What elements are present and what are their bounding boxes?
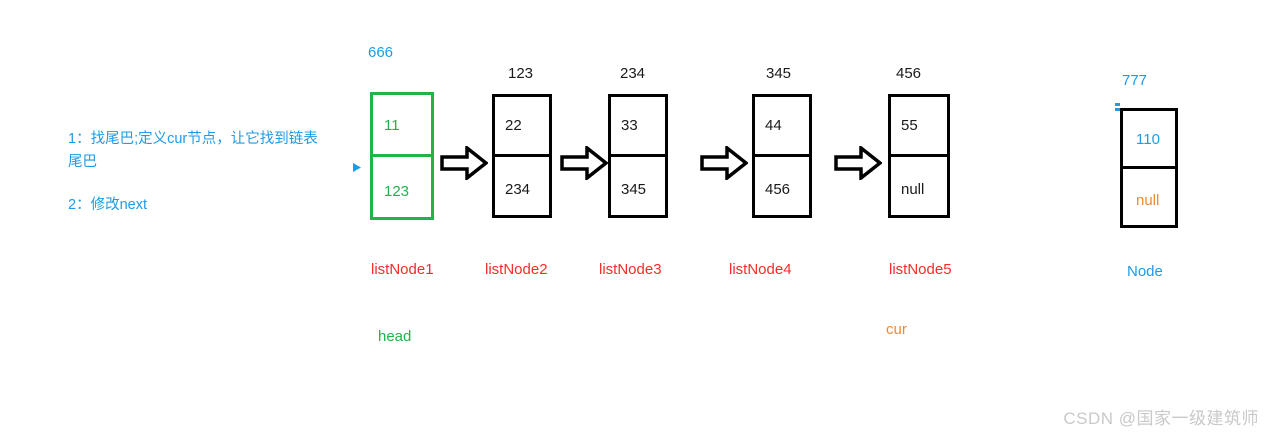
list-node-4-next-value: 456	[765, 181, 791, 198]
list-node-3-data-cell: 33	[611, 97, 665, 157]
arrow-icon-1	[440, 144, 489, 185]
node-name-label-3: listNode3	[599, 261, 662, 278]
address-label-1: 666	[368, 44, 394, 61]
note-line-1: 1：找尾巴;定义cur节点，让它找到链表尾巴	[68, 131, 318, 170]
node-name-label-1: listNode1	[371, 261, 434, 278]
arrow-icon-4	[834, 144, 883, 185]
list-node-1-data-value: 11	[384, 117, 400, 134]
address-label-5: 456	[896, 65, 922, 82]
arrow-icon-2	[560, 144, 609, 185]
list-node-1-next-value: 123	[384, 183, 410, 200]
list-node-3-next-cell: 345	[611, 157, 665, 215]
list-node-5-data-cell: 55	[891, 97, 947, 157]
list-node-4-data-cell: 44	[755, 97, 809, 157]
list-node-1-next-cell: 123	[373, 157, 431, 217]
note-line-2: 2：修改next	[68, 197, 147, 213]
list-node-1-data-cell: 11	[373, 95, 431, 157]
standalone-node-data-value: 110	[1136, 131, 1160, 148]
node-name-label-4: listNode4	[729, 261, 792, 278]
standalone-node-next-value: null	[1136, 192, 1160, 209]
address-label-3: 234	[620, 65, 646, 82]
small-blue-caret-icon-2	[1115, 100, 1123, 118]
list-node-2-next-value: 234	[505, 181, 531, 198]
node-name-label-5: listNode5	[889, 261, 952, 278]
watermark: CSDN @国家一级建筑师	[1063, 409, 1259, 428]
node-name-label-2: listNode2	[485, 261, 548, 278]
list-node-2-data-value: 22	[505, 117, 522, 134]
standalone-node-data-cell: 110	[1123, 111, 1175, 169]
standalone-node-next-cell: null	[1123, 169, 1175, 225]
pointer-label-cur: cur	[886, 321, 907, 338]
address-label-4: 345	[766, 65, 792, 82]
address-label-2: 123	[508, 65, 534, 82]
arrow-icon-3	[700, 144, 749, 185]
list-node-2-next-cell: 234	[495, 157, 549, 215]
list-node-2: 22 234	[492, 94, 552, 218]
list-node-4-data-value: 44	[765, 117, 782, 134]
standalone-node: 110 null	[1120, 108, 1178, 228]
list-node-5-next-cell: null	[891, 157, 947, 215]
list-node-5: 55 null	[888, 94, 950, 218]
list-node-5-data-value: 55	[901, 117, 918, 134]
list-node-3-next-value: 345	[621, 181, 647, 198]
note-spacer	[68, 174, 330, 194]
list-node-4-next-cell: 456	[755, 157, 809, 215]
list-node-1: 11 123	[370, 92, 434, 220]
small-blue-caret-icon	[353, 160, 363, 178]
address-label-standalone: 777	[1122, 72, 1148, 89]
standalone-node-name-label: Node	[1127, 263, 1163, 280]
notes-block: 1：找尾巴;定义cur节点，让它找到链表尾巴 2：修改next	[68, 128, 330, 217]
pointer-label-head: head	[378, 328, 412, 345]
list-node-5-next-value: null	[901, 181, 925, 198]
list-node-4: 44 456	[752, 94, 812, 218]
list-node-3: 33 345	[608, 94, 668, 218]
list-node-3-data-value: 33	[621, 117, 638, 134]
list-node-2-data-cell: 22	[495, 97, 549, 157]
